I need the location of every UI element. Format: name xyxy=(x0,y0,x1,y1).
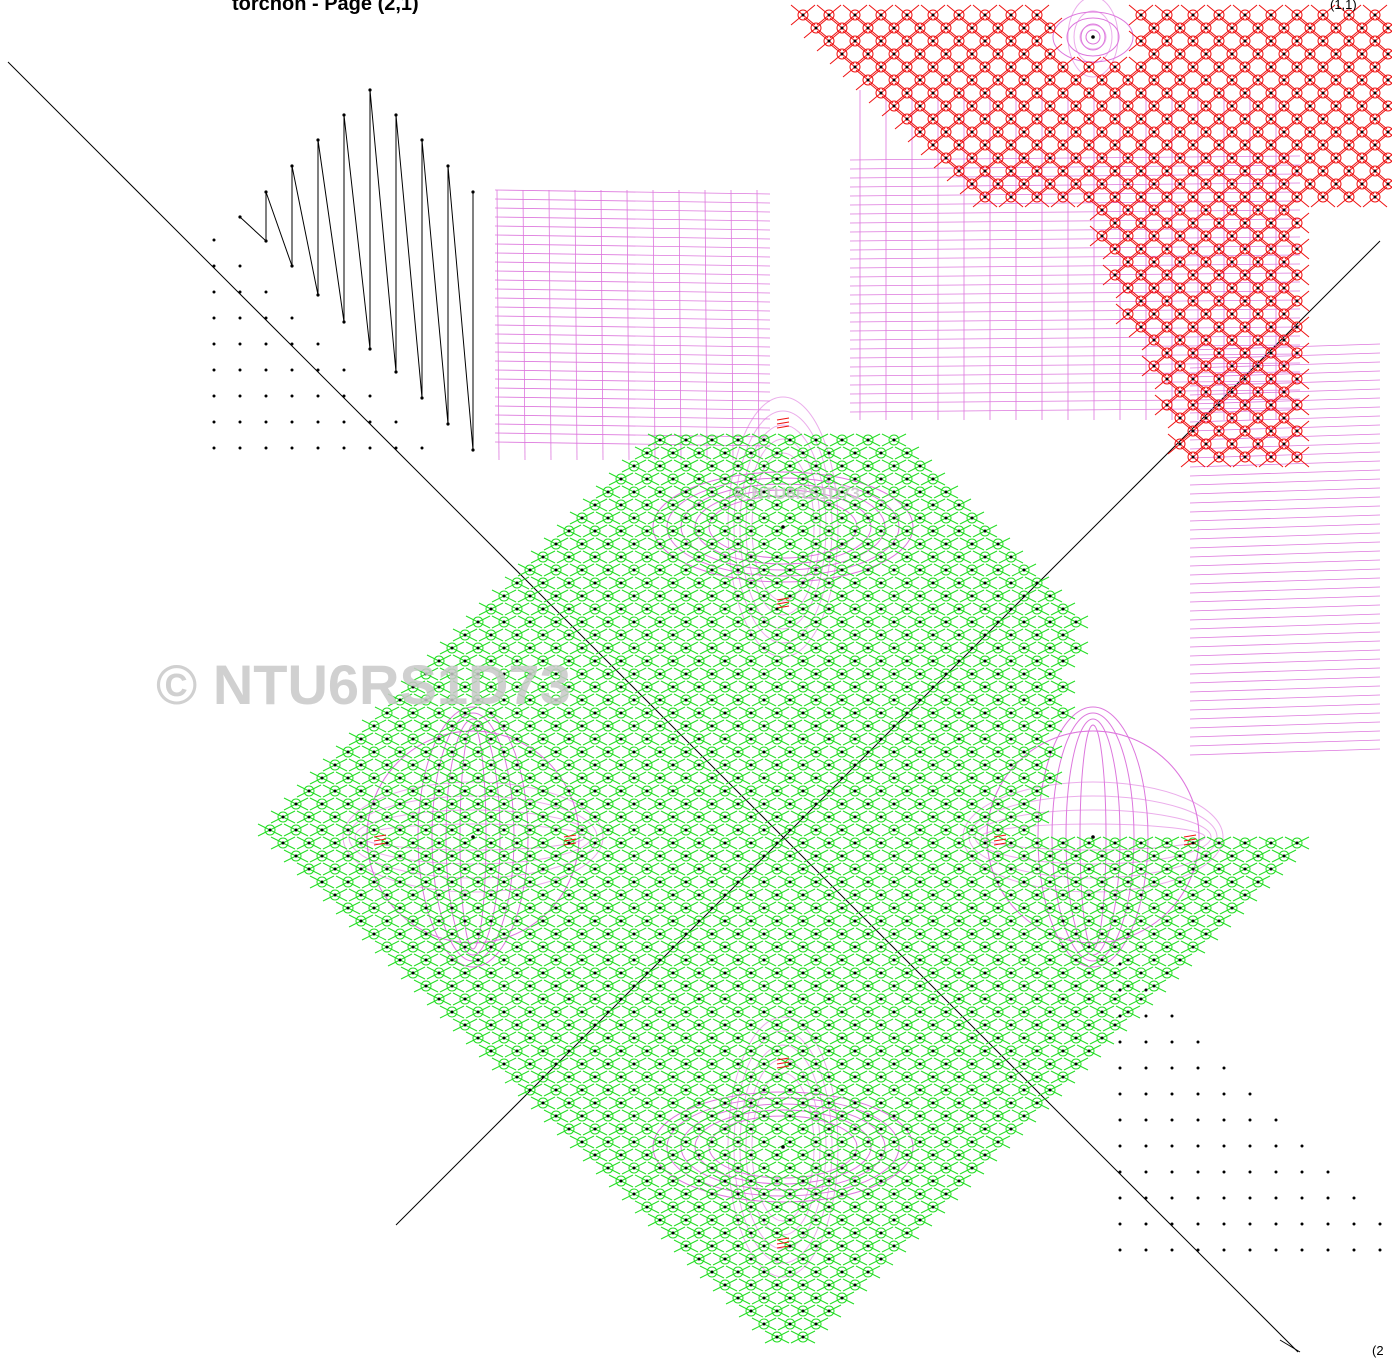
cloth-weft xyxy=(1190,713,1380,719)
cloth-weft xyxy=(1190,560,1380,566)
cloth-weft xyxy=(850,273,1300,277)
cloth-warp xyxy=(523,190,525,460)
cloth-weft xyxy=(495,226,770,230)
cloth-weft xyxy=(850,309,1300,313)
cloth-weft xyxy=(495,199,770,203)
cloth-weft xyxy=(850,300,1300,304)
cloth-weft xyxy=(850,165,1300,169)
cloth-weft xyxy=(1190,488,1380,494)
cloth-weft xyxy=(1190,722,1380,728)
cloth-weft xyxy=(1190,605,1380,611)
cloth-weft xyxy=(850,219,1300,223)
cloth-weft xyxy=(1190,542,1380,548)
cloth-weft xyxy=(1190,551,1380,557)
cloth-weft xyxy=(1190,515,1380,521)
cloth-warp xyxy=(601,190,603,460)
cloth-weft xyxy=(495,361,770,365)
cloth-weft xyxy=(495,253,770,257)
cloth-weft xyxy=(850,174,1300,178)
cloth-weft xyxy=(1190,497,1380,503)
cloth-weft xyxy=(1190,632,1380,638)
cloth-weft xyxy=(1190,524,1380,530)
pair-thread xyxy=(1376,44,1392,64)
cloth-weft xyxy=(495,190,770,194)
cloth-weft xyxy=(495,208,770,212)
cloth-weft xyxy=(1190,623,1380,629)
cloth-weft xyxy=(850,201,1300,205)
cloth-weft xyxy=(495,406,770,410)
cloth-weft xyxy=(495,244,770,248)
cloth-weft xyxy=(495,397,770,401)
cloth-weft xyxy=(1190,578,1380,584)
cloth-weft xyxy=(495,325,770,329)
cloth-weft xyxy=(1190,614,1380,620)
cloth-weft xyxy=(850,237,1300,241)
pair-thread xyxy=(1376,18,1392,38)
cloth-warp xyxy=(705,190,707,460)
cloth-weft xyxy=(1190,479,1380,485)
cloth-warp xyxy=(549,190,551,460)
cloth-weft xyxy=(1190,650,1380,656)
pair-markers xyxy=(374,5,1392,1248)
cloth-weft xyxy=(1190,686,1380,692)
cloth-weft xyxy=(495,442,770,446)
cloth-weft xyxy=(1190,740,1380,746)
cloth-warp xyxy=(731,190,733,460)
cloth-warp xyxy=(653,190,655,460)
cloth-weft xyxy=(495,217,770,221)
cloth-weft xyxy=(1190,641,1380,647)
cloth-weft xyxy=(1190,506,1380,512)
cloth-weft xyxy=(1190,470,1380,476)
cloth-weft xyxy=(495,316,770,320)
cloth-weft xyxy=(1190,596,1380,602)
cloth-weft xyxy=(495,424,770,428)
cloth-weft xyxy=(1190,587,1380,593)
cloth-weft xyxy=(495,334,770,338)
cloth-weft xyxy=(1190,668,1380,674)
cloth-weft xyxy=(1190,677,1380,683)
cloth-weft xyxy=(495,370,770,374)
cloth-weft xyxy=(850,192,1300,196)
cloth-weft xyxy=(495,271,770,275)
cloth-weft xyxy=(1190,569,1380,575)
cloth-weft xyxy=(495,379,770,383)
cloth-weft xyxy=(495,235,770,239)
cloth-weft xyxy=(850,327,1300,331)
cloth-weft xyxy=(495,289,770,293)
cloth-warp xyxy=(575,190,577,460)
cloth-weft xyxy=(1190,731,1380,737)
cloth-weft xyxy=(1190,533,1380,539)
pair-thread xyxy=(1376,18,1392,38)
cloth-weft xyxy=(1190,749,1380,755)
cloth-warp xyxy=(679,190,681,460)
cloth-weft xyxy=(495,388,770,392)
cloth-weft xyxy=(495,307,770,311)
cloth-weft xyxy=(1190,704,1380,710)
cloth-weft xyxy=(495,415,770,419)
cloth-weft xyxy=(495,262,770,266)
pair-thread xyxy=(1376,44,1392,64)
cloth-weft xyxy=(1190,695,1380,701)
cloth-weft xyxy=(495,298,770,302)
cloth-weft xyxy=(495,343,770,347)
cloth-weft xyxy=(1190,659,1380,665)
page-corner-mark xyxy=(1280,1340,1300,1352)
cloth-warp xyxy=(757,190,759,460)
cloth-warp xyxy=(627,190,629,460)
cloth-weft xyxy=(495,280,770,284)
cloth-weft xyxy=(495,352,770,356)
cloth-weft xyxy=(850,246,1300,250)
